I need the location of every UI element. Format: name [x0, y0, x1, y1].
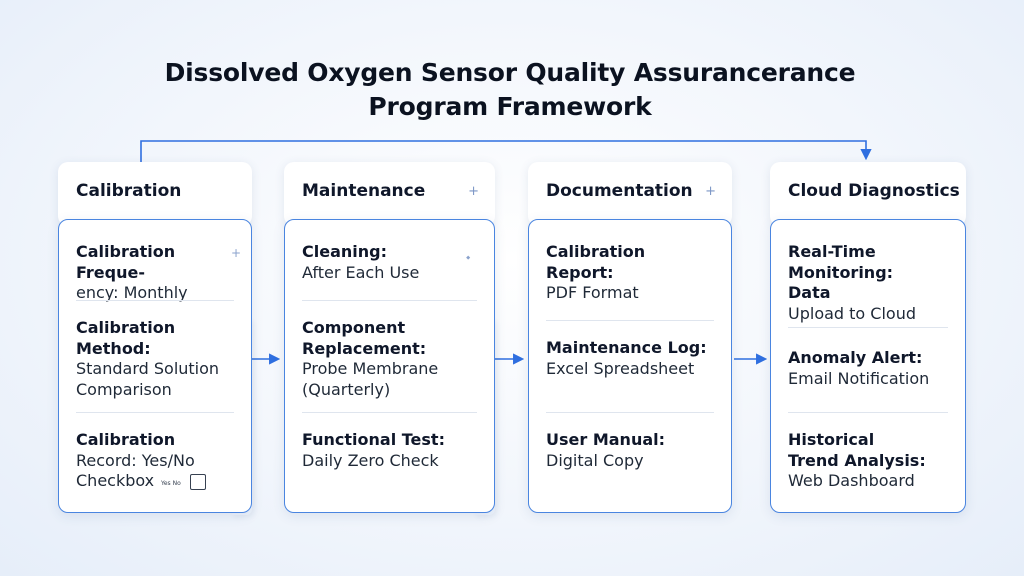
checkbox-icon[interactable] — [189, 474, 206, 490]
title-line-1: Dissolved Oxygen Sensor Quality Assuranc… — [164, 58, 856, 87]
divider — [546, 320, 714, 321]
divider — [302, 300, 477, 301]
item-value: PDF Format — [546, 283, 639, 302]
divider — [788, 412, 948, 413]
diagram-title: Dissolved Oxygen Sensor Quality Assuranc… — [150, 56, 870, 124]
item-calibration-method: Calibration Method: Standard Solution Co… — [76, 318, 246, 400]
body-card-maintenance: Cleaning: After Each Use ⬩ Component Rep… — [284, 219, 495, 513]
divider — [76, 300, 234, 301]
plus-icon[interactable]: + — [705, 184, 716, 199]
body-card-calibration: Calibration Freque- ency: Monthly + Cali… — [58, 219, 252, 513]
item-label: Calibration Report: — [546, 242, 646, 282]
item-label: Anomaly Alert: — [788, 348, 923, 367]
item-label: Calibration — [76, 430, 176, 449]
header-label: Cloud Diagnostics — [788, 181, 960, 201]
body-card-documentation: Calibration Report: PDF Format Maintenan… — [528, 219, 732, 513]
item-label: Cleaning: — [302, 242, 387, 261]
divider — [788, 327, 948, 328]
item-functional-test: Functional Test: Daily Zero Check — [302, 430, 482, 471]
header-label: Calibration — [76, 181, 182, 201]
item-value: Daily Zero Check — [302, 450, 439, 470]
item-value: Upload to Cloud — [788, 303, 916, 323]
title-line-2: Program Framework — [368, 92, 652, 121]
item-value: Record: Yes/No Checkbox — [76, 450, 195, 491]
item-real-time-monitoring: Real-Time Monitoring: Data Upload to Clo… — [788, 242, 958, 324]
item-historical-trend-analysis: Historical Trend Analysis: Web Dashboard — [788, 430, 958, 492]
body-card-cloud-diagnostics: Real-Time Monitoring: Data Upload to Clo… — [770, 219, 966, 513]
item-cleaning: Cleaning: After Each Use — [302, 242, 482, 283]
item-value: Probe Membrane (Quarterly) — [302, 359, 439, 399]
top-feedback-connector — [140, 140, 872, 162]
item-value: Web Dashboard — [788, 471, 915, 490]
item-calibration-record: Calibration Record: Yes/No Checkbox — [76, 430, 246, 492]
checkbox-yes-no-label: Yes No — [161, 480, 181, 487]
item-label: Functional Test: — [302, 430, 445, 449]
header-label: Documentation — [546, 181, 693, 201]
item-user-manual: User Manual: Digital Copy — [546, 430, 716, 471]
item-value: After Each Use — [302, 262, 420, 282]
header-card-calibration: Calibration — [58, 162, 252, 226]
item-label: Component Replacement: — [302, 318, 427, 358]
item-label: Calibration Method: — [76, 318, 176, 358]
handle-icon: ⬩ — [466, 250, 471, 264]
header-card-maintenance: Maintenance + — [284, 162, 495, 226]
plus-icon[interactable]: + — [468, 184, 479, 199]
header-label: Maintenance — [302, 181, 426, 201]
item-calibration-report: Calibration Report: PDF Format — [546, 242, 716, 304]
item-label: User Manual: — [546, 430, 666, 449]
item-label: Historical Trend Analysis: — [788, 430, 926, 470]
item-value: Email Notification — [788, 368, 930, 388]
record-checkbox-group: Yes No — [157, 473, 206, 492]
item-label: Maintenance Log: — [546, 338, 707, 357]
header-card-cloud-diagnostics: Cloud Diagnostics — [770, 162, 966, 226]
item-maintenance-log: Maintenance Log: Excel Spreadsheet — [546, 338, 716, 379]
header-card-documentation: Documentation + — [528, 162, 732, 226]
item-value: Excel Spreadsheet — [546, 358, 695, 378]
item-value: Digital Copy — [546, 450, 644, 470]
divider — [76, 412, 234, 413]
item-calibration-frequency: Calibration Freque- ency: Monthly — [76, 242, 246, 304]
divider — [302, 412, 477, 413]
item-label: Real-Time Monitoring: Data — [788, 242, 894, 302]
item-value: Standard Solution Comparison — [76, 359, 220, 399]
plus-icon: + — [231, 246, 242, 260]
item-label: Calibration Freque- — [76, 242, 176, 282]
divider — [546, 412, 714, 413]
item-component-replacement: Component Replacement: Probe Membrane (Q… — [302, 318, 482, 400]
item-value: ency: Monthly — [76, 283, 188, 302]
item-anomaly-alert: Anomaly Alert: Email Notification — [788, 348, 958, 389]
